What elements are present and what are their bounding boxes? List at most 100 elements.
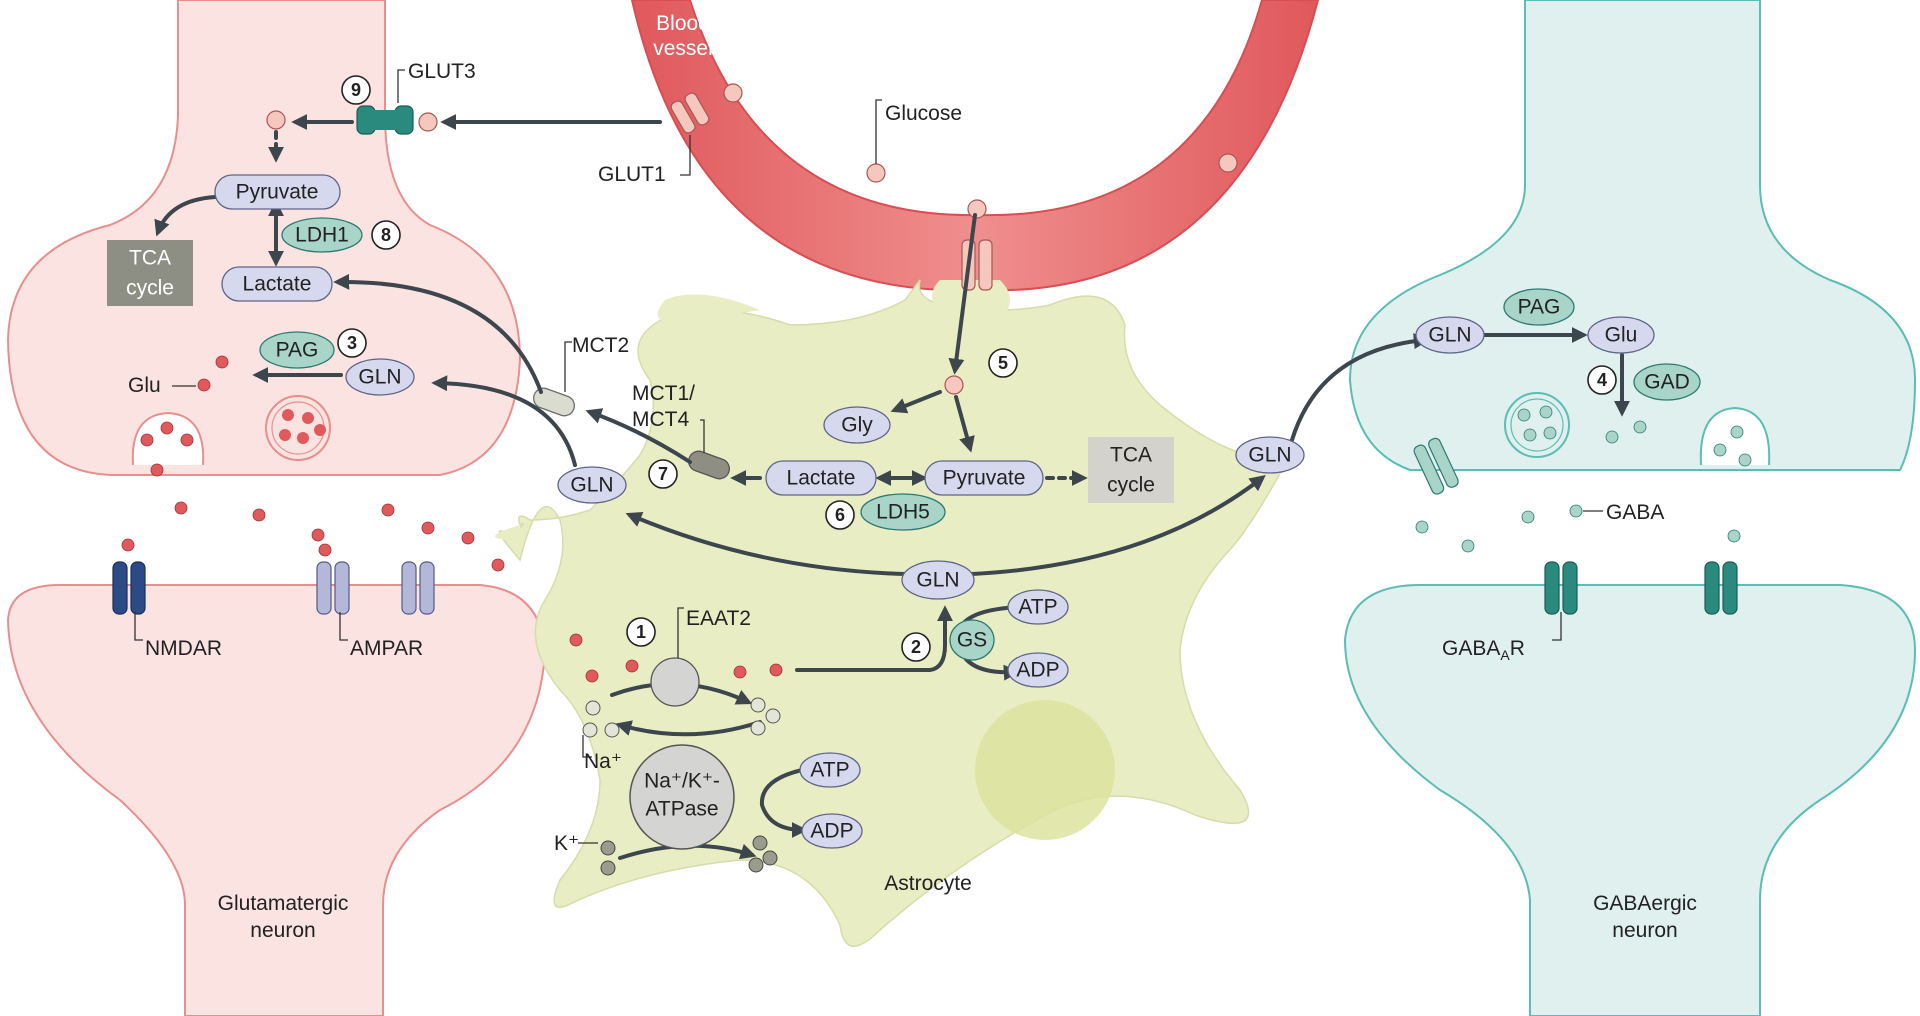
glut1-label: GLUT1 (598, 163, 666, 186)
svg-text:6: 6 (835, 505, 845, 525)
svg-text:TCA: TCA (1110, 444, 1152, 467)
glucose-molecule (418, 112, 438, 132)
astro-pyruvate: Pyruvate (924, 460, 1044, 496)
glucose-molecule (944, 375, 964, 395)
step-marker-2: 2 (901, 632, 931, 662)
gs-atp: ATP (1007, 589, 1069, 625)
eaat2-transporter (650, 657, 700, 707)
astro-tca-cycle: TCA cycle (1088, 437, 1174, 503)
glucose-label: Glucose (885, 102, 962, 125)
glucose-to-gly-arrow (890, 390, 942, 414)
ampar-receptor (316, 561, 350, 615)
na-k-atpase: Na⁺/K⁺- ATPase (629, 744, 735, 850)
svg-text:GS: GS (957, 629, 987, 652)
svg-text:ATP: ATP (810, 759, 849, 782)
svg-text:Lactate: Lactate (787, 467, 856, 490)
svg-text:LDH1: LDH1 (295, 224, 349, 247)
atpase-atp-adp-arrow (759, 768, 808, 838)
astro-gly: Gly (823, 406, 891, 444)
glucose-molecule (967, 199, 987, 219)
gs-adp: ADP (1007, 652, 1069, 688)
mct1-mct4-label: MCT1/MCT4 (632, 382, 695, 431)
atpase-atp: ATP (799, 752, 861, 788)
svg-text:Pyruvate: Pyruvate (943, 467, 1026, 490)
step-marker-3: 3 (337, 328, 367, 358)
gabaergic-presynaptic-terminal (1348, 0, 1917, 471)
step-marker-5: 5 (988, 348, 1018, 378)
gaba-neuron-gln: GLN (1415, 316, 1485, 354)
lactate-export-arrow (585, 408, 692, 464)
ldh5-enzyme: LDH5 (860, 493, 946, 531)
step-marker-1: 1 (626, 617, 656, 647)
glutamate-molecules (121, 355, 783, 683)
astrocyte-label: Astrocyte (884, 872, 972, 895)
eaat2-label: EAAT2 (686, 607, 751, 630)
gaba-neuron-pag-enzyme: PAG (1503, 288, 1575, 326)
svg-text:GLN: GLN (916, 569, 959, 592)
gln-to-neuron-arrow (431, 375, 577, 467)
svg-text:3: 3 (347, 333, 357, 353)
gs-enzyme: GS (949, 619, 995, 661)
step-marker-6: 6 (825, 500, 855, 530)
svg-text:GLN: GLN (358, 366, 401, 389)
astro-gln-to-neuron-arrow (625, 511, 907, 576)
gaba-vesicle (1504, 392, 1570, 458)
lactate-shuttle-arrow (333, 273, 543, 394)
glucose-to-pyruvate-arrow (954, 395, 975, 453)
svg-text:ADP: ADP (1016, 659, 1059, 682)
mct1-mct4-transporter (688, 450, 730, 480)
svg-text:Pyruvate: Pyruvate (236, 181, 319, 204)
na-efflux-arrow (615, 720, 762, 737)
gaba-neuron-glu: Glu (1587, 316, 1655, 354)
svg-text:Na⁺/K⁺-: Na⁺/K⁺- (644, 770, 720, 793)
step-marker-8: 8 (371, 220, 401, 250)
glutamate-to-gln-arrow (795, 605, 953, 672)
glucose-molecule (723, 83, 743, 103)
gad-enzyme: GAD (1633, 363, 1701, 401)
svg-text:cycle: cycle (126, 277, 174, 300)
svg-text:GAD: GAD (1644, 371, 1690, 394)
astro-gln: GLN (901, 560, 975, 600)
glutamate-vesicle (265, 395, 331, 461)
svg-text:GLN: GLN (1428, 324, 1471, 347)
astrocyte-nucleus (975, 700, 1115, 840)
potassium-ions (600, 835, 778, 876)
svg-text:Gly: Gly (841, 414, 873, 437)
glucose-molecule (866, 163, 886, 183)
svg-text:ADP: ADP (810, 820, 853, 843)
svg-text:Glu: Glu (1605, 324, 1638, 347)
step-marker-4: 4 (1587, 365, 1617, 395)
atpase-adp: ADP (801, 813, 863, 849)
neuron-gln: GLN (345, 358, 415, 396)
svg-text:PAG: PAG (276, 339, 319, 362)
nmdar-label: NMDAR (145, 637, 222, 660)
ampar-receptor (401, 561, 435, 615)
svg-text:Lactate: Lactate (243, 273, 312, 296)
ldh1-enzyme: LDH1 (281, 217, 363, 253)
step-marker-7: 7 (648, 459, 678, 489)
mct2-label: MCT2 (572, 334, 629, 357)
svg-text:GLN: GLN (570, 474, 613, 497)
svg-text:7: 7 (658, 464, 668, 484)
glucose-molecule (266, 110, 286, 130)
gln-transit-right: GLN (1235, 436, 1305, 474)
glutamatergic-presynaptic-terminal (6, 0, 522, 476)
svg-text:ATPase: ATPase (645, 798, 718, 821)
pyruvate-to-tca-arrow (154, 195, 217, 237)
svg-text:PAG: PAG (1518, 296, 1561, 319)
neuron-lactate: Lactate (221, 266, 333, 302)
neuron-tca-cycle: TCA cycle (107, 240, 193, 306)
k-label: K⁺ (554, 832, 579, 855)
svg-text:TCA: TCA (129, 247, 171, 270)
gabaar-label: GABAAR (1442, 637, 1525, 663)
glucose-into-astrocyte-arrow (948, 213, 977, 375)
sodium-ions (582, 697, 781, 738)
glu-label: Glu (128, 374, 161, 397)
